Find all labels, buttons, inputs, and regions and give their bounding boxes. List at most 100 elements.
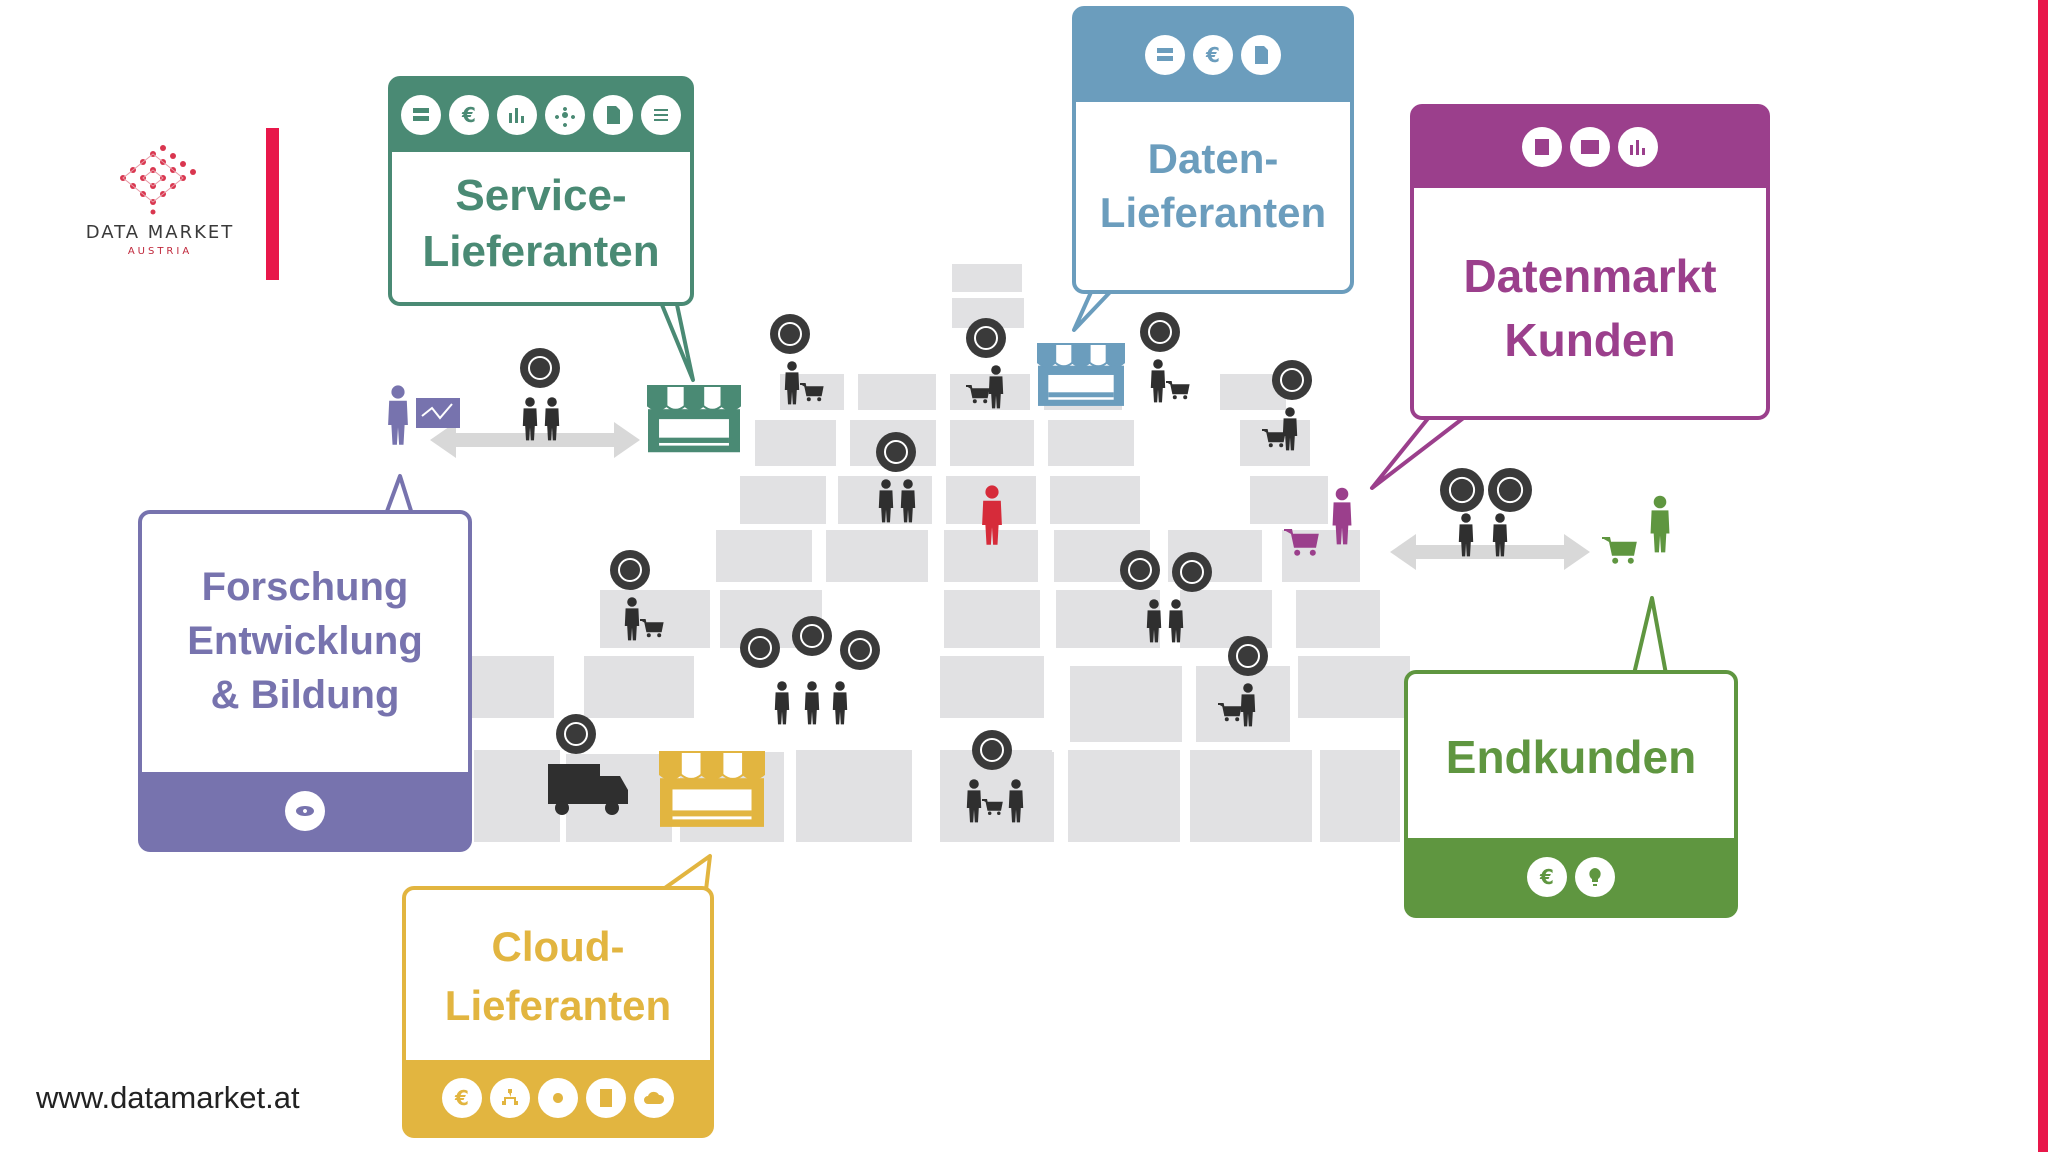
floor-tile: [474, 750, 560, 842]
service-shop: [647, 385, 741, 453]
tablet-badge-1: [840, 630, 880, 670]
euro-icon: €: [449, 95, 489, 135]
cloud-callout-title: Cloud- Lieferanten: [404, 918, 712, 1036]
network-badge-1: [770, 314, 810, 354]
right-accent-edge: [2038, 0, 2048, 1152]
list-badge-1-glyph: [1180, 560, 1204, 584]
trader-figure-a-head: [881, 479, 891, 489]
cloud-callout-header-edge: [404, 1060, 712, 1072]
chart-badge-2-glyph: [884, 440, 908, 464]
datenmarkt-title-line-1: Datenmarkt: [1463, 250, 1717, 302]
endkunden-callout-header-edge: [1406, 838, 1736, 850]
group-figure-b-head: [807, 681, 817, 691]
researcher-figure-head: [391, 385, 405, 399]
endkunden-title-line-1: Endkunden: [1445, 731, 1697, 783]
floor-tile: [1044, 752, 1054, 842]
daten-shop: [1037, 343, 1125, 406]
service-shop-awning-stripe: [683, 385, 705, 411]
customer-trade-b-body: [1492, 524, 1508, 557]
cloud-badge-1-glyph: [1236, 644, 1260, 668]
network-badge-1-glyph: [778, 322, 802, 346]
cloud-callout-pointer: [660, 854, 712, 892]
endkunden-callout-icon-bar: €: [1406, 838, 1736, 916]
datenmarkt-callout-header-edge: [1412, 176, 1768, 188]
gears-icon: [538, 1078, 578, 1118]
datenmarkt-callout-icon-bar: [1412, 106, 1768, 188]
endkunde-figure: [1650, 495, 1670, 553]
trader-figure-a: [878, 479, 894, 523]
shopper-cart-1-wheel: [806, 397, 811, 402]
group-figure-b-body: [804, 692, 820, 725]
research-trade-figure-a-head: [525, 397, 535, 407]
group-figure-a: [774, 681, 790, 725]
forschung-title-line-2: Entwicklung: [187, 619, 423, 663]
forschung-title-line-1: Forschung: [201, 565, 409, 609]
server-badge-1-disc: [1140, 312, 1180, 352]
delivery-truck-cab: [600, 776, 628, 804]
floor-tile: [584, 656, 694, 718]
floor-tile: [1056, 590, 1160, 648]
forschung-callout-pointer: [384, 474, 414, 516]
service-callout-header-edge: [390, 140, 692, 152]
datenmarkt-customer: [1332, 487, 1352, 545]
euro-icon: €: [442, 1078, 482, 1118]
cloud-title-line-2: Lieferanten: [444, 981, 672, 1029]
service-callout-icon-bar: €: [390, 78, 692, 152]
delivery-truck-wheel: [555, 801, 569, 815]
research-exchange-arrow: [430, 422, 640, 458]
customer-trade-a-head: [1461, 513, 1471, 523]
network-badge-3-disc: [792, 616, 832, 656]
shopper-cart-1: [800, 383, 824, 402]
logo-subtitle: AUSTRIA: [127, 246, 193, 257]
floor-tile: [740, 476, 826, 524]
daten-shop-awning-stripe: [1054, 343, 1074, 368]
shopper-figure-4: [1282, 407, 1298, 451]
euro-icon: €: [1193, 35, 1233, 75]
chart-badge-1-disc: [966, 318, 1006, 358]
manager-figure: [982, 485, 1002, 545]
trade-cart-wheel: [997, 811, 1001, 816]
daten-callout-icon-bar: €: [1074, 8, 1352, 102]
daten-shop-awning-stripe: [1105, 343, 1125, 368]
floor-tile: [826, 530, 928, 582]
endkunde-cart: [1602, 537, 1637, 564]
shopper-cart-4-wheel: [1279, 443, 1284, 448]
endkunde-figure-body: [1650, 510, 1670, 553]
network-badge-3-glyph: [800, 624, 824, 648]
service-shop-awning-stripe: [702, 385, 723, 411]
endkunden-callout-header: [1406, 838, 1736, 916]
trader-figure-e-head: [969, 779, 979, 789]
delivery-truck-body: [548, 764, 600, 804]
euro-badge-2: [1440, 468, 1484, 512]
trade-cart-wheel: [987, 811, 992, 816]
hierarchy-badge-1-disc: [972, 730, 1012, 770]
shopper-cart-5-wheel: [646, 633, 651, 638]
floor-tile: [944, 590, 1040, 648]
shopper-figure-1-body: [784, 372, 800, 405]
euro-icon: €: [1527, 857, 1567, 897]
floor-tile: [468, 656, 554, 718]
document-icon: [593, 95, 633, 135]
trader-figure-d-head: [1171, 599, 1181, 609]
shopper-cart-2: [966, 385, 990, 404]
daten-shop-awning-stripe: [1071, 343, 1091, 368]
trader-figure-f: [1008, 779, 1024, 823]
group-figure-c-head: [835, 681, 845, 691]
data-market-austria-logo: DATA MARKET AUSTRIA: [70, 140, 250, 270]
shopper-cart-6-wheel: [1235, 717, 1240, 722]
atom-badge-glyph: [528, 356, 552, 380]
euro-badge-2-disc: [1440, 468, 1484, 512]
document-badge-2: [1488, 468, 1532, 512]
shopper-cart-4: [1262, 429, 1286, 448]
floor-tile: [950, 420, 1034, 466]
logo-wordmark: DATA MARKET: [85, 222, 235, 243]
customer-trade-b-head: [1495, 513, 1505, 523]
research-board-chart: [421, 403, 453, 420]
shopper-cart-1-wheel: [817, 397, 822, 402]
shopper-cart-6-wheel: [1224, 717, 1229, 722]
floor-tile: [600, 590, 710, 648]
trader-figure-d-body: [1168, 610, 1184, 643]
research-trade-figure-a: [522, 397, 538, 441]
list-badge-1: [1172, 552, 1212, 592]
forschung-callout-header-edge: [140, 772, 470, 784]
